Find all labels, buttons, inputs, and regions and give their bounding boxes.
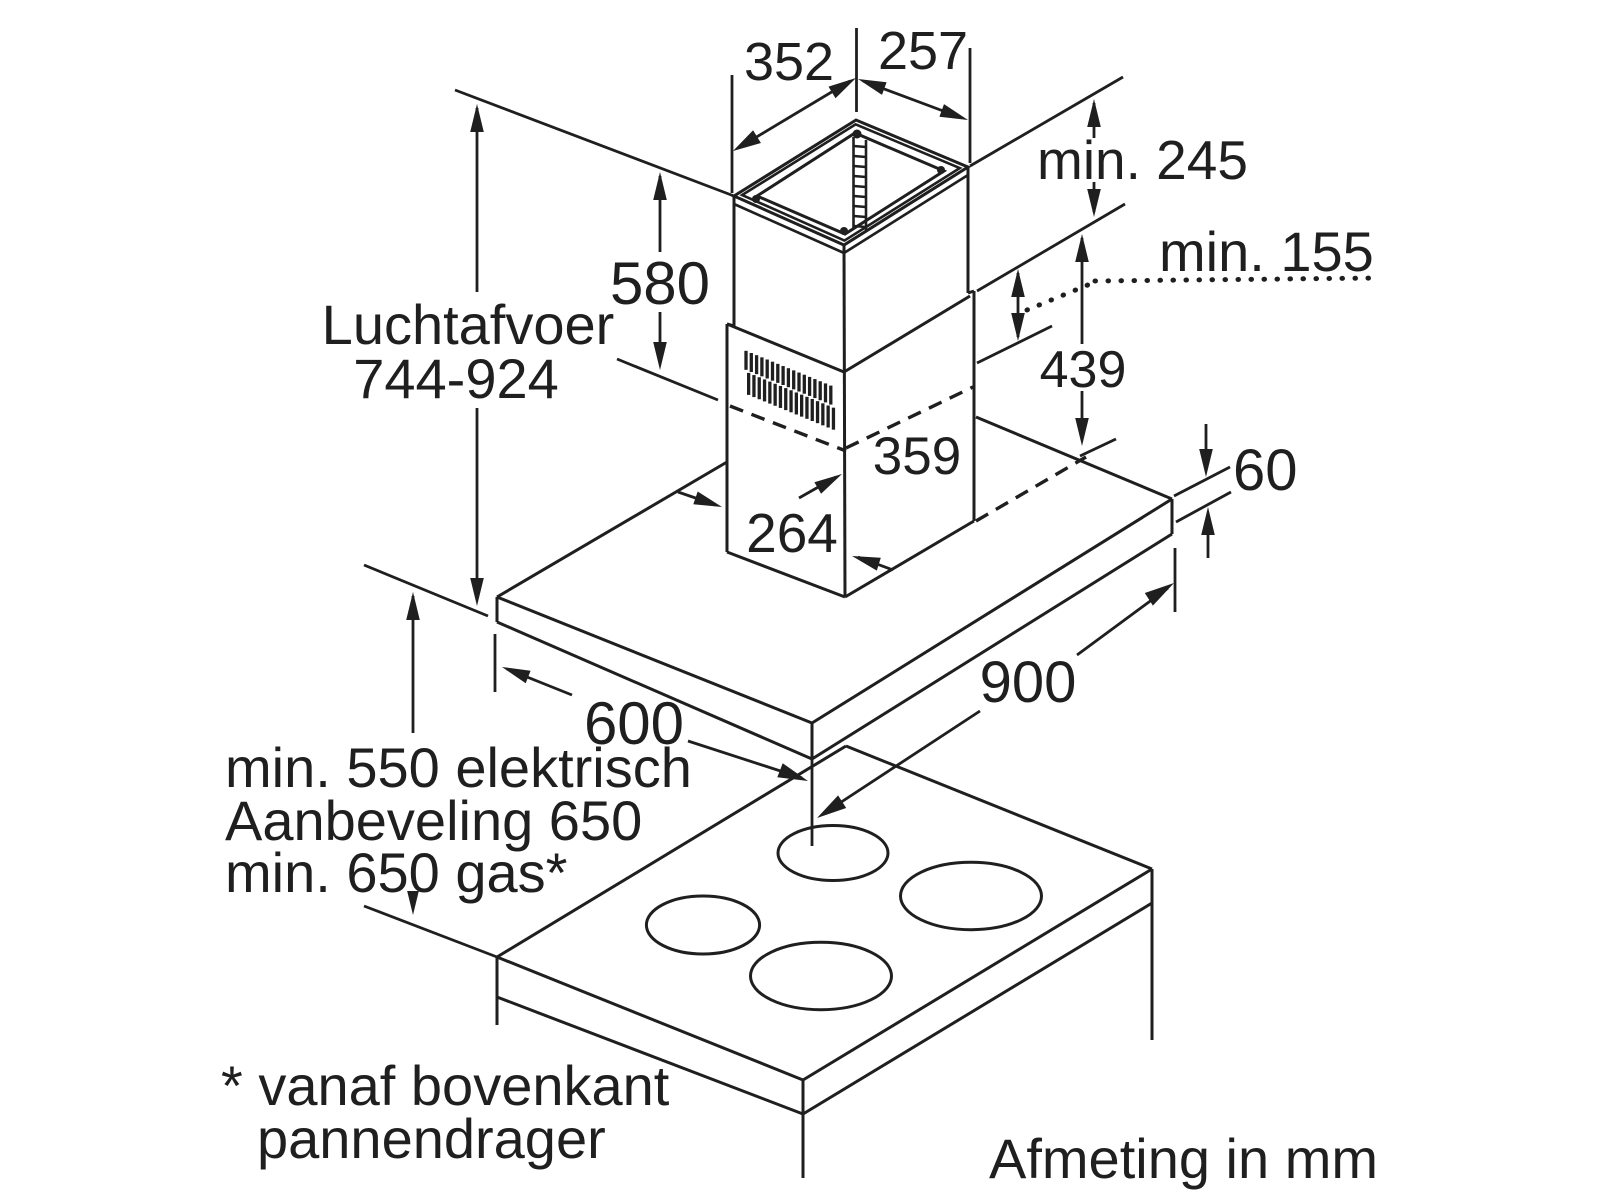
svg-text:Luchtafvoer: Luchtafvoer	[322, 293, 615, 356]
svg-text:60: 60	[1233, 438, 1298, 503]
svg-text:352: 352	[744, 32, 834, 92]
svg-text:744-924: 744-924	[353, 347, 559, 410]
svg-text:439: 439	[1040, 341, 1127, 399]
svg-text:* vanaf bovenkant: * vanaf bovenkant	[221, 1054, 670, 1117]
svg-text:min. 155: min. 155	[1159, 220, 1374, 283]
svg-text:900: 900	[980, 650, 1077, 715]
svg-text:580: 580	[610, 250, 710, 317]
svg-text:min. 550 elektrisch: min. 550 elektrisch	[225, 736, 692, 799]
svg-text:600: 600	[584, 690, 684, 757]
svg-text:359: 359	[873, 427, 961, 486]
svg-text:pannendrager: pannendrager	[257, 1107, 606, 1170]
svg-text:257: 257	[878, 21, 968, 81]
svg-text:264: 264	[746, 502, 838, 564]
svg-text:Aanbeveling 650: Aanbeveling 650	[225, 789, 642, 852]
svg-text:min. 245: min. 245	[1037, 129, 1248, 191]
svg-text:min. 650 gas*: min. 650 gas*	[225, 841, 567, 904]
svg-text:Afmeting in mm: Afmeting in mm	[989, 1127, 1378, 1190]
